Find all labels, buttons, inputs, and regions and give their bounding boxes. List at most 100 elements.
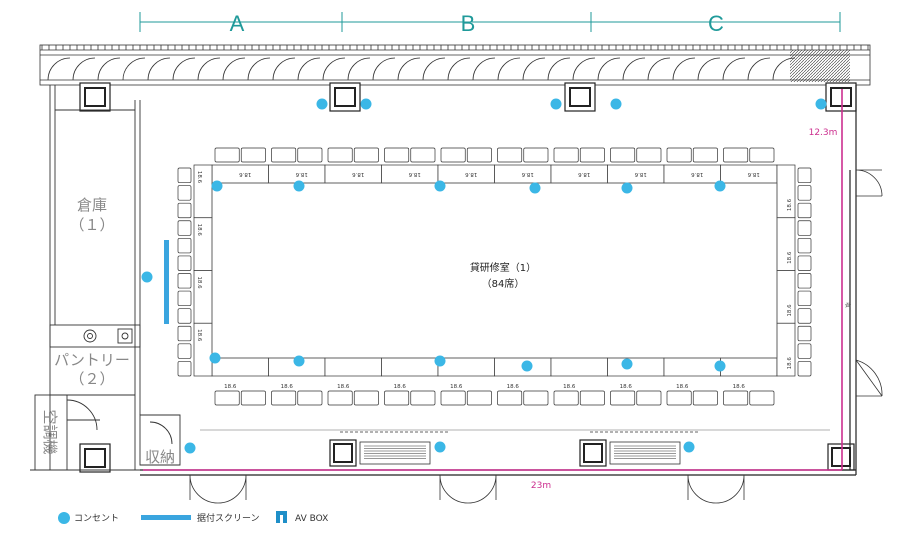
- chair: [797, 361, 812, 377]
- table: [437, 357, 495, 377]
- chair: [723, 390, 749, 406]
- legend-outlet-icon: [58, 512, 70, 524]
- table-label: 18.6: [563, 384, 576, 390]
- hvac-label: 空調機: [41, 409, 59, 454]
- chair: [553, 390, 579, 406]
- wall-screen: [164, 240, 169, 324]
- window-sash-arc: [672, 57, 696, 81]
- window-sash-arc: [322, 57, 346, 81]
- window-sash-arc: [347, 57, 371, 81]
- outlet-marker: [815, 98, 827, 110]
- chair: [797, 167, 812, 183]
- chair: [749, 147, 775, 163]
- window-sash-arc: [222, 57, 246, 81]
- chair: [297, 147, 323, 163]
- chair: [797, 202, 812, 219]
- outlet-marker: [621, 182, 633, 194]
- legend-outlet-label: コンセント: [74, 513, 119, 524]
- outlet-marker: [714, 180, 726, 192]
- table: [663, 357, 721, 377]
- outlet-marker: [521, 360, 533, 372]
- outlet-marker: [434, 180, 446, 192]
- chair: [666, 147, 692, 163]
- outlet-marker: [316, 98, 328, 110]
- pantry-number: （２）: [69, 370, 114, 388]
- window-sash-arc: [722, 57, 746, 81]
- outlet-marker: [184, 442, 196, 454]
- window-sash-arc: [147, 57, 171, 81]
- window-sash-arc: [422, 57, 446, 81]
- window-sash-arc: [272, 57, 296, 81]
- chair: [214, 147, 240, 163]
- chair: [749, 390, 775, 406]
- bottom-equipment: [200, 429, 830, 465]
- chair: [410, 147, 436, 163]
- chair: [177, 361, 192, 377]
- chair: [177, 325, 192, 342]
- table-label: 18.6: [352, 171, 365, 177]
- zone-label-b: B: [461, 11, 476, 36]
- chair: [610, 147, 636, 163]
- outlet-marker: [434, 355, 446, 367]
- table: [211, 357, 269, 377]
- table-label: 18.6: [733, 384, 746, 390]
- table-label: 18.6: [634, 171, 647, 177]
- window-sash-arc: [97, 57, 121, 81]
- table-label: 18.6: [196, 329, 202, 342]
- side-room-label: 収: [844, 302, 851, 308]
- window-sash-arc: [572, 57, 596, 81]
- chair: [553, 147, 579, 163]
- chair: [384, 390, 410, 406]
- window-wall: [39, 44, 871, 86]
- table-label: 18.6: [747, 171, 760, 177]
- window-sash-arc: [122, 57, 146, 81]
- table-label: 18.6: [196, 224, 202, 237]
- chair: [271, 147, 297, 163]
- storage-number: （１）: [69, 216, 114, 234]
- chair: [177, 185, 192, 201]
- table-label: 18.6: [450, 384, 463, 390]
- table-label: 18.6: [465, 171, 478, 177]
- outlet-marker: [529, 182, 541, 194]
- window-sashes: [47, 57, 796, 81]
- window-sash-arc: [172, 57, 196, 81]
- outlet-marker: [209, 352, 221, 364]
- doors: [189, 169, 883, 504]
- table-label: 18.6: [408, 171, 421, 177]
- window-sash-arc: [72, 57, 96, 81]
- window-sash-arc: [372, 57, 396, 81]
- window-sash-arc: [697, 57, 721, 81]
- table-label: 18.6: [507, 384, 520, 390]
- table-label: 18.6: [787, 357, 793, 370]
- width-dimension: 23m: [531, 481, 551, 491]
- columns: [79, 82, 857, 473]
- chair: [384, 147, 410, 163]
- storage-label: 倉庫: [77, 196, 107, 214]
- chair: [271, 390, 297, 406]
- depth-dimension: 12.3m: [809, 128, 838, 138]
- window-sash-arc: [622, 57, 646, 81]
- hatched-column: [790, 50, 850, 82]
- chair: [610, 390, 636, 406]
- legend-avbox-icon: [276, 511, 287, 523]
- table: [324, 357, 382, 377]
- legend: コンセント 据付スクリーン AV BOX: [58, 511, 328, 524]
- chair: [797, 237, 812, 254]
- table-label: 18.6: [787, 198, 793, 211]
- table-label: 18.6: [620, 384, 633, 390]
- table: [550, 357, 608, 377]
- chair: [240, 147, 266, 163]
- outlet-marker: [714, 360, 726, 372]
- chair: [177, 290, 192, 307]
- chair: [636, 390, 662, 406]
- window-sash-arc: [647, 57, 671, 81]
- legend-avbox-label: AV BOX: [295, 514, 328, 524]
- table-label: 18.6: [676, 384, 689, 390]
- outlet-marker: [360, 98, 372, 110]
- pantry-label: パントリー: [54, 351, 130, 369]
- chair: [177, 343, 192, 359]
- chair: [797, 273, 812, 289]
- chair: [797, 343, 812, 359]
